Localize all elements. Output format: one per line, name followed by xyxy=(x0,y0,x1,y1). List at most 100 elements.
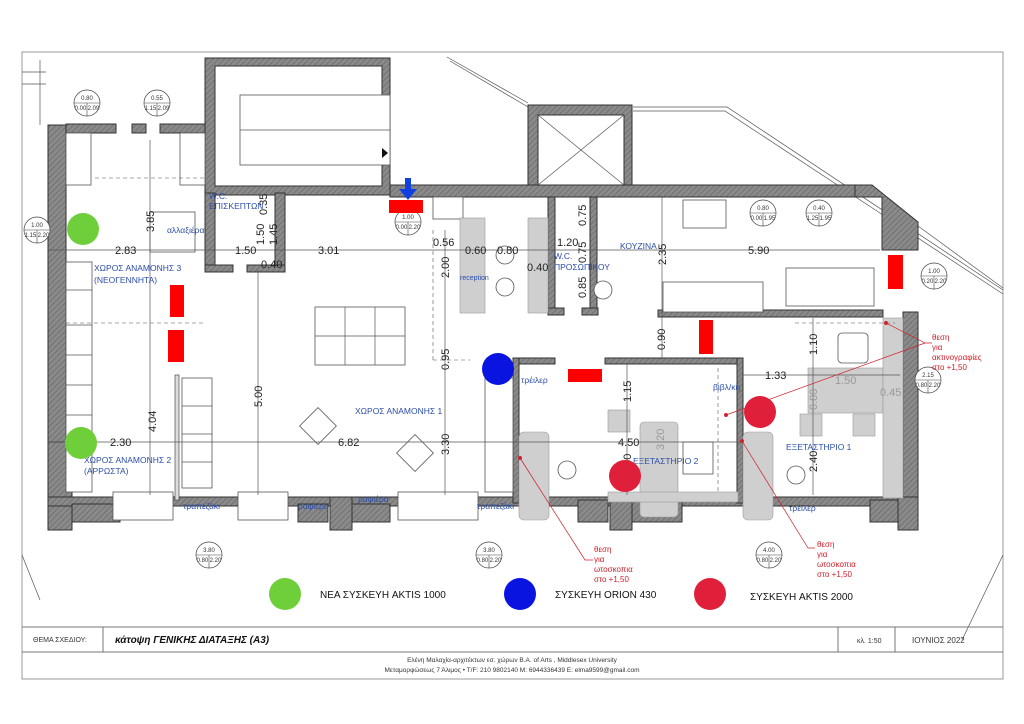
window-tag-value: 1.00 xyxy=(402,215,414,221)
room-label-wc-visitors: ΕΠΙΣΚΕΠΤΩΝ xyxy=(209,201,263,211)
window-tag-value: 0.80 xyxy=(197,558,209,564)
room-label-waiting-2: ΧΩΡΟΣ ΑΝΑΜΟΝΗΣ 2 xyxy=(84,455,172,465)
note-line: στο +1,50 xyxy=(594,575,629,584)
dim-label: 1.33 xyxy=(765,370,786,382)
room-label-waiting-2: (ΑΡΡΩΣΤΑ) xyxy=(84,466,129,476)
legend-label: ΣΥΣΚΕΥΗ AKTIS 2000 xyxy=(750,592,853,603)
window-tag-value: 2.20 xyxy=(935,279,947,285)
window-tag-value: 1.95 xyxy=(764,216,776,222)
window-tag-value: 2.09 xyxy=(88,106,100,112)
dim-label: 4.04 xyxy=(147,411,159,432)
furniture-label-table: τραπεζάκι xyxy=(477,501,514,511)
window-tag-value: 0.80 xyxy=(477,558,489,564)
note-otoscopy-1: θεση για ωτοσκοπια στο +1,50 xyxy=(594,545,633,584)
red-block xyxy=(888,255,903,289)
note-line: ακτινογραφίες xyxy=(932,353,982,362)
contact-line: Μεταμορφώσεως 7 Άλιμος • Τ/F: 210 980214… xyxy=(385,666,640,674)
window-tag-value: 3.80 xyxy=(203,548,215,554)
window-tag-value: 2.15 xyxy=(922,373,934,379)
red-block xyxy=(568,369,602,382)
dim-label: 0.40 xyxy=(527,262,548,274)
window-tag-value: 0.00 xyxy=(751,216,763,222)
dim-label: 2.83 xyxy=(115,245,136,257)
window-tag-value: 0.00 xyxy=(396,225,408,231)
window-tag-value: 1.95 xyxy=(820,216,832,222)
red-block xyxy=(170,285,184,317)
window-tag-value: 1.15 xyxy=(25,233,37,239)
dim-label: 3.20 xyxy=(655,429,667,450)
note-line: στο +1,50 xyxy=(932,363,967,372)
legend-label: ΝΕΑ ΣΥΣΚΕΥΗ AKTIS 1000 xyxy=(320,590,446,601)
device-marker-aktis-1000 xyxy=(67,213,99,245)
device-marker-orion-430 xyxy=(482,353,514,385)
furniture-label-trailer: τρέιλερ xyxy=(521,375,548,385)
dim-label: 6.82 xyxy=(338,437,359,449)
dim-label: 1.20 xyxy=(557,237,578,249)
window-tag-value: 0.00 xyxy=(75,106,87,112)
legend-label: ΣΥΣΚΕΥΗ ORION 430 xyxy=(555,590,657,601)
dim-label: 0.80 xyxy=(808,389,820,410)
room-label-kitchen: ΚΟΥΖΙΝΑ xyxy=(620,241,657,251)
window-tag-value: 0.55 xyxy=(151,96,163,102)
legend: ΝΕΑ ΣΥΣΚΕΥΗ AKTIS 1000 ΣΥΣΚΕΥΗ ORION 430… xyxy=(269,578,853,610)
window-tag-value: 1.00 xyxy=(928,269,940,275)
dim-label: 0.45 xyxy=(880,387,901,399)
dim-label: 1.10 xyxy=(808,334,820,355)
dim-label: 2.00 xyxy=(440,257,452,278)
note-line: ωτοσκοπια xyxy=(594,565,633,574)
dim-label: 0.40 xyxy=(261,259,282,271)
dim-label: 1.50 xyxy=(255,224,267,245)
dim-label: 3.30 xyxy=(440,434,452,455)
dim-label: 0.56 xyxy=(433,237,454,249)
device-marker-aktis-1000 xyxy=(65,427,97,459)
device-marker-aktis-2000 xyxy=(609,460,641,492)
room-label-waiting-3: ΧΩΡΟΣ ΑΝΑΜΟΝΗΣ 3 xyxy=(94,263,182,273)
note-line: για xyxy=(594,555,605,564)
note-line: θεση xyxy=(817,540,834,549)
dim-label: 5.90 xyxy=(748,245,769,257)
red-blocks xyxy=(168,200,903,382)
furniture-label-bookcase: βιβλ/κη xyxy=(713,382,741,392)
dim-label: 0.60 xyxy=(465,245,486,257)
dim-label: 0.85 xyxy=(577,277,589,298)
dim-label: 1.50 xyxy=(835,375,856,387)
red-block xyxy=(699,320,713,354)
furniture-label-table: τραπεζάκι xyxy=(183,501,220,511)
property-boundary xyxy=(21,56,1004,641)
window-tag-value: 2.20 xyxy=(490,558,502,564)
note-line: για xyxy=(932,343,943,352)
room-label-exam-2: ΕΞΕΤΑΣΤΗΡΙΟ 2 xyxy=(633,456,699,466)
note-xray: θεση για ακτινογραφίες στο +1,50 xyxy=(932,333,982,372)
dim-label: 5.00 xyxy=(253,386,265,407)
furniture-label-shelf: ραφιέρα xyxy=(298,501,329,511)
title-block: ΘΕΜΑ ΣΧΕΔΙΟΥ: κάτοψη ΓΕΝΙΚΗΣ ΔΙΑΤΑΞΗΣ (Α… xyxy=(22,626,1003,674)
date-label: ΙΟΥΝΙΟΣ 2022 xyxy=(912,636,965,645)
note-line: ωτοσκοπια xyxy=(817,560,856,569)
red-block xyxy=(389,200,423,213)
dimension-lines xyxy=(48,140,900,495)
window-tag-value: 0.80 xyxy=(757,206,769,212)
dim-label: 1.45 xyxy=(268,224,280,245)
window-tag-value: 1.00 xyxy=(31,223,43,229)
room-label-wc-staff: ΠΡΟΣΩΠΙΚΟΥ xyxy=(554,262,610,272)
window-tag-value: 0.80 xyxy=(757,558,769,564)
dim-label: 0.90 xyxy=(656,329,668,350)
dim-label: 0.75 xyxy=(577,205,589,226)
dim-label: 0.35 xyxy=(258,194,270,215)
dim-label: 0.95 xyxy=(440,349,452,370)
sheet-frame xyxy=(21,51,1004,680)
room-label-waiting-1: ΧΩΡΟΣ ΑΝΑΜΟΝΗΣ 1 xyxy=(355,406,443,416)
room-label-wc-visitors: W.C. xyxy=(209,191,227,201)
dim-label: 2.40 xyxy=(808,451,820,472)
dim-label: 1.50 xyxy=(235,245,256,257)
